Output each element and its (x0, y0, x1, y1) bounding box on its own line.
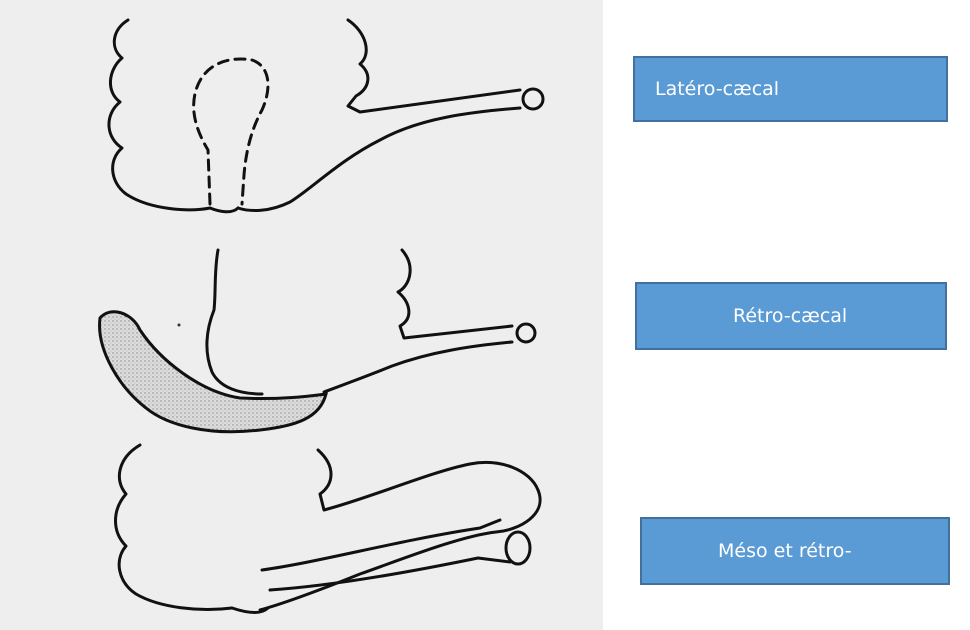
ileum-lumen (517, 324, 535, 342)
label-retro-caecal-text: Rétro-cæcal (733, 305, 847, 327)
caecum-left-wall (116, 445, 233, 609)
ileum-lower-edge (324, 342, 512, 392)
caecum-figure-retro (100, 250, 535, 432)
caecum-right-wall (348, 20, 520, 112)
appendix-dashed-outline (194, 59, 268, 204)
label-latero-caecal-text: Latéro-cæcal (655, 78, 779, 100)
caecum-left-wall (207, 250, 262, 394)
caecum-figure-meso-retro (116, 445, 541, 613)
label-meso-retro-text: Méso et rétro- (718, 540, 852, 562)
anatomy-illustration (0, 0, 603, 630)
appendix-loop-upper (260, 490, 540, 610)
appendix-crossing-band (262, 520, 500, 570)
caecum-right-wall (318, 450, 538, 510)
appendix-tip (506, 532, 530, 564)
caecum-figure-latero (109, 20, 543, 212)
caecum-right-wall (398, 250, 512, 338)
label-meso-retro: Méso et rétro- (640, 517, 950, 585)
ileum-lumen (523, 89, 543, 109)
ileum-lower-edge (238, 108, 520, 210)
label-latero-caecal: Latéro-cæcal (633, 56, 948, 122)
caecum-base (210, 208, 238, 212)
label-retro-caecal: Rétro-cæcal (635, 282, 947, 350)
